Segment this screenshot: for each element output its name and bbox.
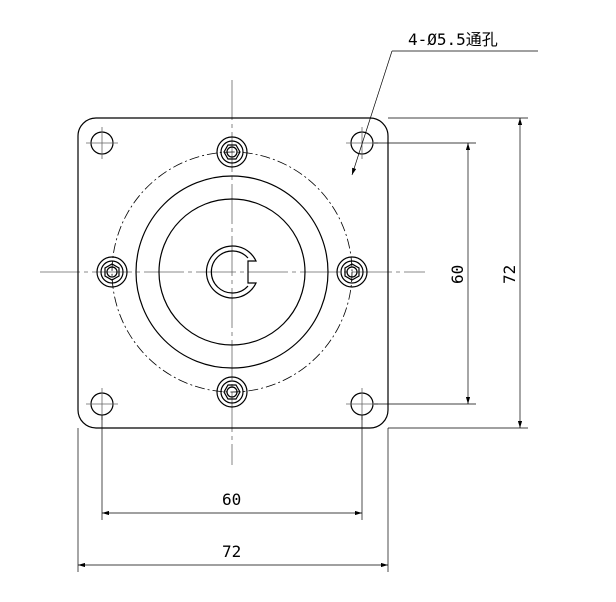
dimension-horizontal-60: 60: [101, 415, 363, 520]
hole-callout: 4-Ø5.5通孔: [351, 30, 538, 176]
svg-text:60: 60: [448, 265, 467, 284]
mounting-plate: [77, 117, 389, 429]
dimension-vertical-72: 72: [388, 117, 528, 429]
boss-inner: [158, 198, 306, 346]
dimension-horizontal-72: 72: [77, 428, 389, 572]
centerlines: [40, 80, 425, 465]
svg-text:72: 72: [222, 542, 241, 561]
dimension-vertical-60: 60: [374, 142, 476, 405]
screw-holes: [96, 136, 368, 408]
shaft: [205, 245, 257, 299]
boss-outer: [135, 175, 329, 369]
callout-label: 4-Ø5.5通孔: [408, 30, 498, 49]
pitch-circle: [111, 151, 353, 393]
svg-text:72: 72: [500, 265, 519, 284]
svg-text:60: 60: [222, 490, 241, 509]
